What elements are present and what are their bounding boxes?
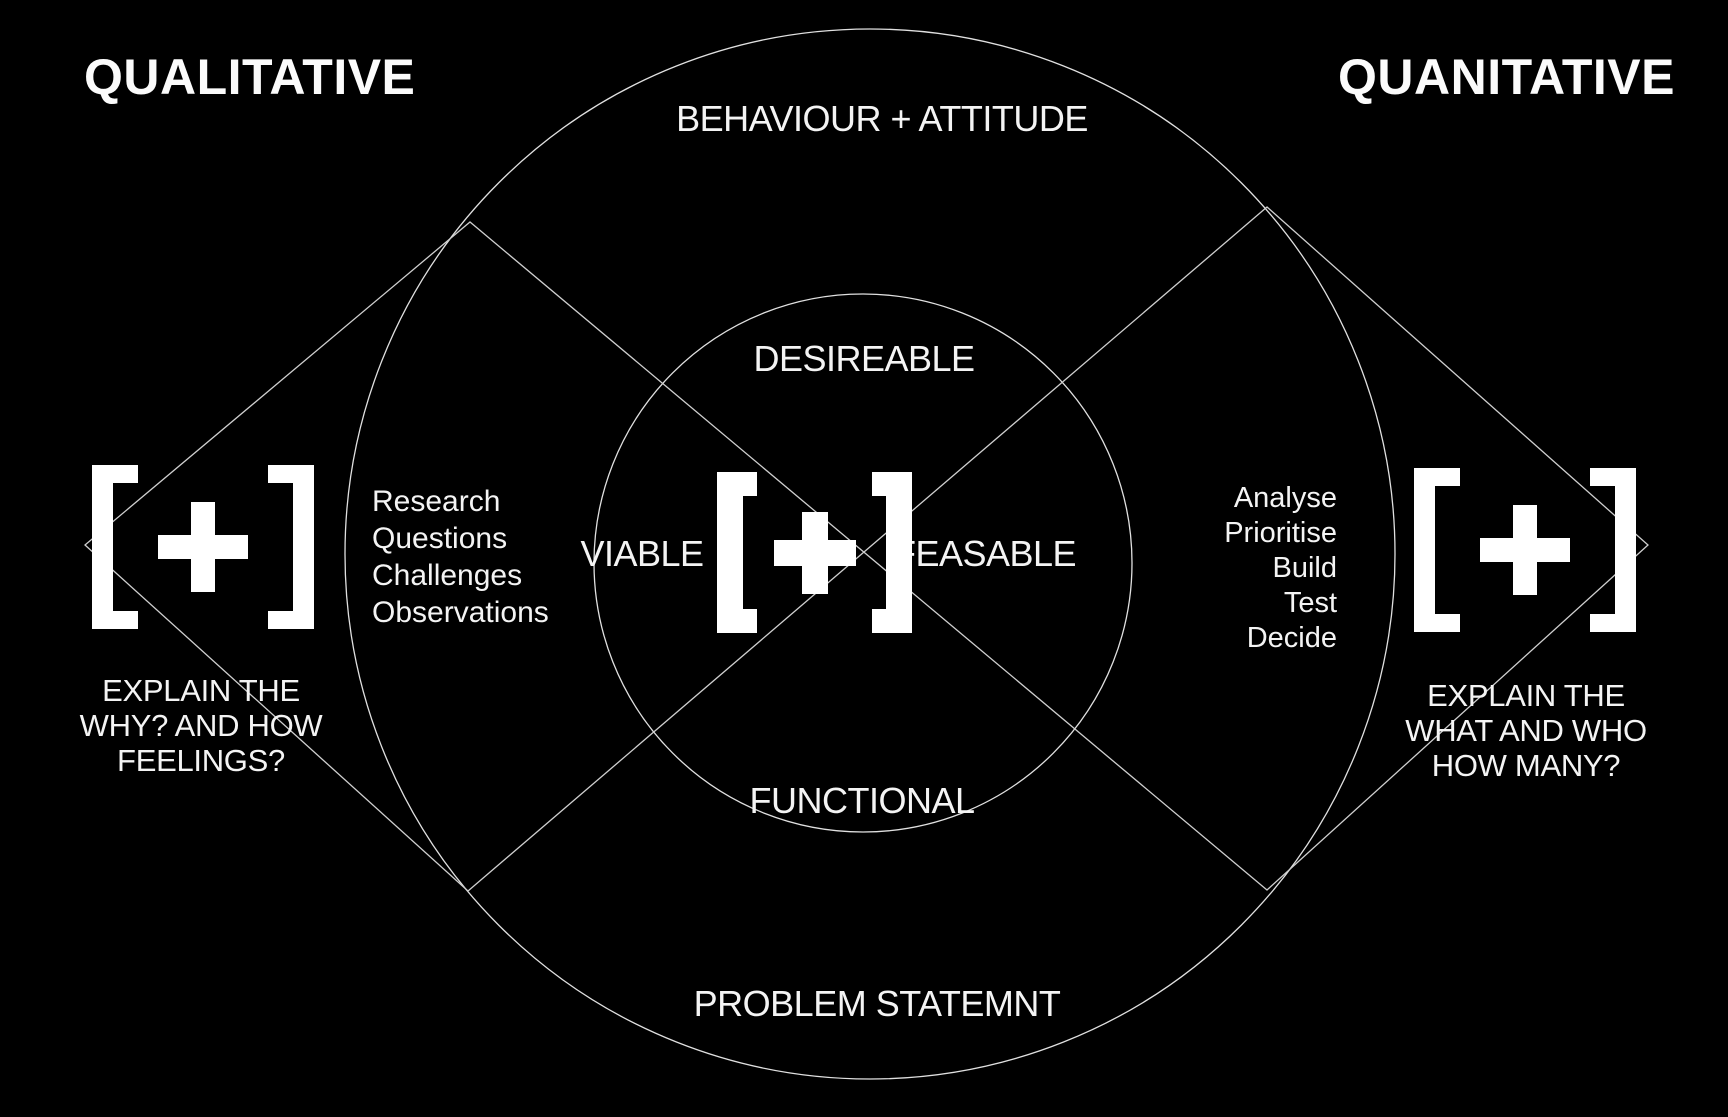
left-bracket-icon	[717, 472, 757, 633]
plus-icon	[158, 502, 248, 592]
right-bracket-icon	[268, 465, 314, 629]
qualitative-activities-list: Research Questions Challenges Observatio…	[372, 483, 549, 631]
viable-label: VIABLE	[580, 533, 704, 574]
caption-line: EXPLAIN THE	[1427, 678, 1625, 713]
quantitative-caption: EXPLAIN THE WHAT AND WHO HOW MANY?	[1405, 678, 1647, 783]
caption-line: FEELINGS?	[117, 743, 285, 778]
list-item: Build	[1272, 552, 1338, 584]
list-item: Prioritise	[1224, 517, 1337, 549]
list-item: Decide	[1246, 622, 1337, 654]
bracket-plus-logo-right	[1414, 468, 1636, 632]
caption-line: HOW MANY?	[1431, 748, 1621, 783]
caption-line: EXPLAIN THE	[102, 673, 300, 708]
list-item: Challenges	[372, 559, 523, 592]
plus-icon	[774, 512, 856, 594]
desireable-label: DESIREABLE	[753, 338, 975, 379]
feasable-label: FEASABLE	[893, 533, 1077, 574]
list-item: Research	[372, 485, 501, 518]
quantitative-activities-list: Analyse Prioritise Build Test Decide	[1224, 481, 1337, 656]
qualitative-caption: EXPLAIN THE WHY? AND HOW FEELINGS?	[80, 673, 323, 778]
outer-circle	[344, 28, 1396, 1080]
caption-line: WHAT AND WHO	[1405, 713, 1647, 748]
right-bracket-icon	[1590, 468, 1636, 632]
bracket-plus-logo-center	[717, 472, 912, 633]
qualitative-label: QUALITATIVE	[84, 49, 416, 105]
problem-statement-label: PROBLEM STATEMNT	[693, 983, 1061, 1024]
plus-icon	[1480, 505, 1570, 595]
diamond-x-lines	[84, 206, 1649, 892]
left-bracket-icon	[1414, 468, 1460, 632]
caption-line: WHY? AND HOW	[79, 708, 323, 743]
quanitative-label: QUANITATIVE	[1338, 49, 1675, 105]
list-item: Analyse	[1233, 482, 1337, 514]
list-item: Questions	[372, 522, 508, 555]
right-bracket-icon	[872, 472, 912, 633]
behaviour-attitude-label: BEHAVIOUR + ATTITUDE	[676, 98, 1088, 139]
functional-label: FUNCTIONAL	[749, 780, 975, 821]
list-item: Test	[1283, 587, 1337, 619]
inner-circle	[593, 293, 1133, 833]
list-item: Observations	[372, 596, 549, 629]
left-bracket-icon	[92, 465, 138, 629]
bracket-plus-logo-left	[92, 465, 314, 629]
